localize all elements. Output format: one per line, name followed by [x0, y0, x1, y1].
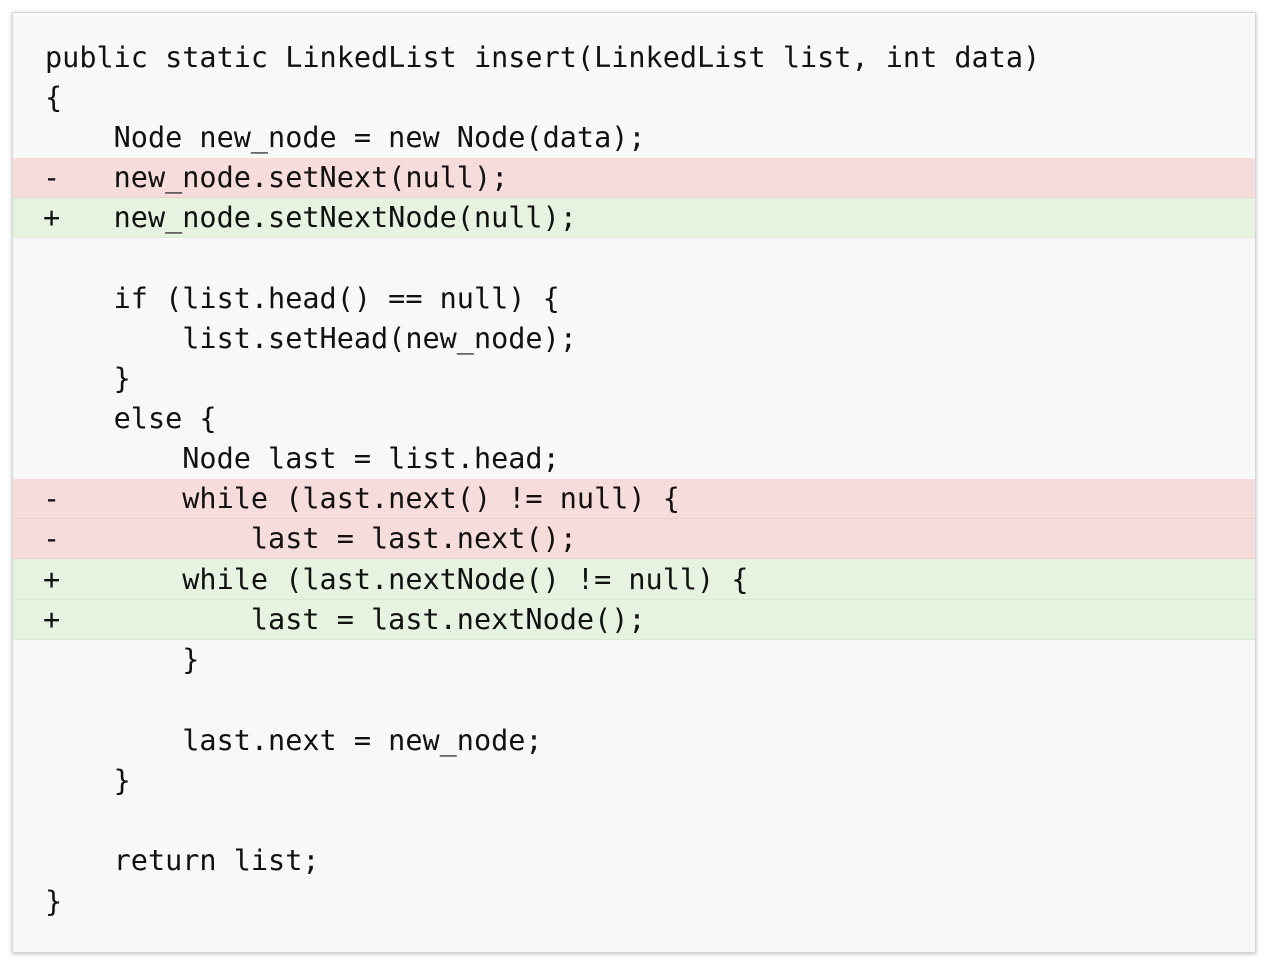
diff-line: last.next = new_node;: [13, 720, 1255, 760]
diff-line: }: [13, 359, 1255, 399]
diff-marker-added: +: [43, 602, 61, 636]
diff-marker-added: +: [43, 200, 61, 234]
diff-line-added: + last = last.nextNode();: [13, 599, 1255, 640]
code-text: while (last.nextNode() != null) {: [45, 562, 749, 596]
diff-line-removed: - new_node.setNext(null);: [13, 157, 1255, 198]
diff-marker-added: +: [43, 562, 61, 596]
diff-line: list.setHead(new_node);: [13, 318, 1255, 358]
code-text: last.next = new_node;: [45, 723, 543, 757]
diff-marker-removed: -: [43, 160, 61, 194]
diff-line: }: [13, 760, 1255, 800]
diff-line: Node last = list.head;: [13, 439, 1255, 479]
diff-marker-removed: -: [43, 482, 61, 516]
diff-line: return list;: [13, 841, 1255, 881]
diff-line: if (list.head() == null) {: [13, 278, 1255, 318]
diff-line-removed: - while (last.next() != null) {: [13, 479, 1255, 520]
code-text: new_node.setNext(null);: [45, 160, 509, 194]
diff-line-added: + new_node.setNextNode(null);: [13, 197, 1255, 238]
code-text: while (last.next() != null) {: [45, 482, 680, 516]
diff-line: }: [13, 640, 1255, 680]
diff-line: [13, 801, 1255, 841]
diff-marker-removed: -: [43, 522, 61, 556]
code-text: return list;: [45, 844, 320, 878]
code-text: }: [45, 643, 200, 677]
diff-line-added: + while (last.nextNode() != null) {: [13, 559, 1255, 600]
code-text: last = last.next();: [45, 522, 577, 556]
diff-line: {: [13, 77, 1255, 117]
code-text: list.setHead(new_node);: [45, 321, 577, 355]
diff-line: Node new_node = new Node(data);: [13, 117, 1255, 157]
code-text: last = last.nextNode();: [45, 602, 646, 636]
code-text: Node new_node = new Node(data);: [45, 120, 646, 154]
diff-lines: public static LinkedList insert(LinkedLi…: [13, 37, 1255, 921]
diff-line: }: [13, 881, 1255, 921]
code-text: else {: [45, 402, 217, 436]
code-text: }: [45, 884, 63, 918]
diff-line: [13, 680, 1255, 720]
diff-line: public static LinkedList insert(LinkedLi…: [13, 37, 1255, 77]
code-text: if (list.head() == null) {: [45, 281, 560, 315]
code-text: }: [45, 763, 131, 797]
code-text: Node last = list.head;: [45, 442, 560, 476]
code-text: new_node.setNextNode(null);: [45, 200, 577, 234]
code-text: public static LinkedList insert(LinkedLi…: [45, 40, 1041, 74]
code-text: }: [45, 362, 131, 396]
diff-line: else {: [13, 399, 1255, 439]
diff-line: [13, 238, 1255, 278]
code-diff-panel: public static LinkedList insert(LinkedLi…: [12, 12, 1256, 953]
code-text: {: [45, 80, 63, 114]
diff-line-removed: - last = last.next();: [13, 519, 1255, 560]
